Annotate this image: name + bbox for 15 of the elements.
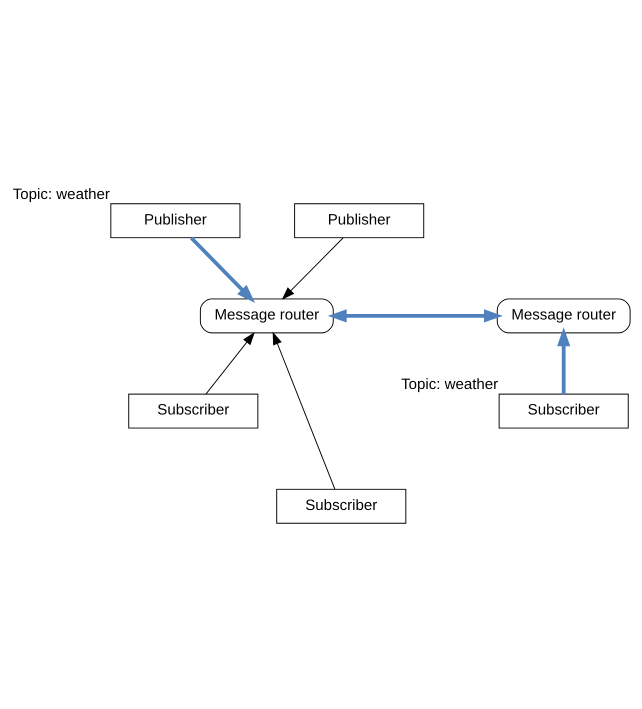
arrow [557, 326, 570, 394]
node-box: Publisher [110, 202, 240, 238]
arrow [190, 236, 256, 302]
node-box: Subscriber [276, 488, 406, 524]
node-box: Message router [200, 298, 334, 333]
arrow [328, 308, 503, 322]
node-box: Publisher [294, 202, 424, 238]
node-box: Message router [496, 298, 631, 333]
node-label: Topic: weather [401, 376, 498, 393]
node-label: Topic: weather [12, 185, 110, 202]
node-box: Subscriber [498, 393, 629, 428]
arrow [282, 236, 344, 300]
node-box: Subscriber [128, 393, 258, 428]
arrow [272, 331, 336, 490]
arrow [205, 331, 255, 394]
